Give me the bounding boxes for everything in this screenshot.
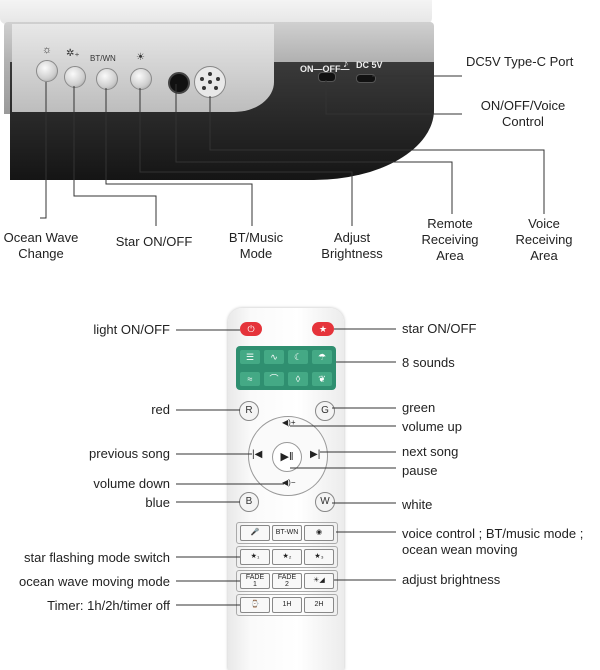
mic-icon: ♪ [343,58,349,70]
sound-menu-icon[interactable]: ☰ [240,350,260,364]
label-star-onoff: Star ON/OFF [115,234,193,249]
next-icon[interactable]: ▶| [310,449,321,460]
label-dc5v: DC5V Type-C Port [466,54,574,69]
star-power-button[interactable]: ★ [312,322,334,336]
port-label: DC 5V [356,60,383,70]
label-voice-control: voice control ; BT/music mode ; ocean we… [402,526,584,557]
ocean-key-icon[interactable]: ◉ [304,525,334,541]
star-mode-2-icon[interactable]: ★₂ [272,549,302,565]
star-mode-3-icon[interactable]: ★₃ [304,549,334,565]
red-button[interactable]: R [239,401,259,421]
label-ocean-wave-moving: ocean wave moving mode [18,574,170,589]
play-pause-button[interactable]: ▶‖ [272,442,302,472]
label-light-onoff: light ON/OFF [93,322,170,337]
timer-off-icon[interactable]: ⌚ [240,597,270,613]
previous-icon[interactable]: |◀ [252,449,263,460]
sparkle-icon: ✲₊ [66,48,80,59]
label-voice-receiving: Voice Receiving Area [515,216,573,263]
volume-up-icon[interactable]: ◀)+ [282,418,296,427]
bt-wn-key[interactable]: BT-WN [272,525,302,541]
label-star-onoff-remote: star ON/OFF [402,321,477,336]
switch-label: ON—OFF— [300,64,350,74]
label-green: green [402,400,436,415]
sound-wave-icon[interactable]: ∿ [264,350,284,364]
bt-music-button[interactable] [96,68,118,90]
fade-1-key[interactable]: FADE 1 [240,573,270,589]
white-button[interactable]: W [315,492,335,512]
bt-wn-caption: BT/WN [90,54,116,63]
sound-fire-icon[interactable]: ⌒ [264,372,284,386]
brightness-icon: ☀ [136,52,145,63]
label-next-song: next song [402,444,459,459]
label-volume-down: volume down [93,476,170,491]
star-mode-1-icon[interactable]: ★₁ [240,549,270,565]
device-dome [0,0,432,24]
label-onoff-voice: ON/OFF/Voice Control [480,98,566,129]
label-ocean-wave: Ocean Wave Change [3,230,79,261]
sound-drop-icon[interactable]: ◊ [288,372,308,386]
sound-leaf-icon[interactable]: ❦ [312,372,332,386]
label-timer: Timer: 1h/2h/timer off [47,598,170,613]
label-red: red [151,402,170,417]
blue-button[interactable]: B [239,492,259,512]
label-white: white [402,497,433,512]
type-c-port [356,74,376,83]
mode-row [236,522,338,544]
label-star-flashing: star flashing mode switch [24,550,170,565]
light-power-button[interactable]: ⏻ [240,322,262,336]
sound-rain-icon[interactable]: ☂ [312,350,332,364]
sound-ocean-icon[interactable]: ≈ [240,372,260,386]
label-pause: pause [402,463,438,478]
timer-1h-key[interactable]: 1H [272,597,302,613]
label-bt-music: BT/Music Mode [228,230,284,261]
brightness-button[interactable] [130,68,152,90]
mic-key-icon[interactable]: 🎤 [240,525,270,541]
sun-icon: ☼ [42,44,53,56]
microphone-grille [194,66,226,98]
ocean-wave-button[interactable] [36,60,58,82]
fade-2-key[interactable]: FADE 2 [272,573,302,589]
timer-2h-key[interactable]: 2H [304,597,334,613]
volume-down-icon[interactable]: ◀)− [282,478,296,487]
ir-receiver [168,72,190,94]
star-button[interactable] [64,66,86,88]
sound-moon-icon[interactable]: ☾ [288,350,308,364]
onoff-switch[interactable] [318,72,336,82]
green-button[interactable]: G [315,401,335,421]
label-8-sounds: 8 sounds [402,355,455,370]
label-adjust-brightness-remote: adjust brightness [402,572,501,587]
label-remote-receiving: Remote Receiving Area [421,216,479,263]
label-adjust-brightness: Adjust Brightness [321,230,383,261]
label-blue: blue [145,495,170,510]
brightness-key-icon[interactable]: ☀◢ [304,573,334,589]
label-volume-up: volume up [402,419,462,434]
label-previous-song: previous song [89,446,170,461]
